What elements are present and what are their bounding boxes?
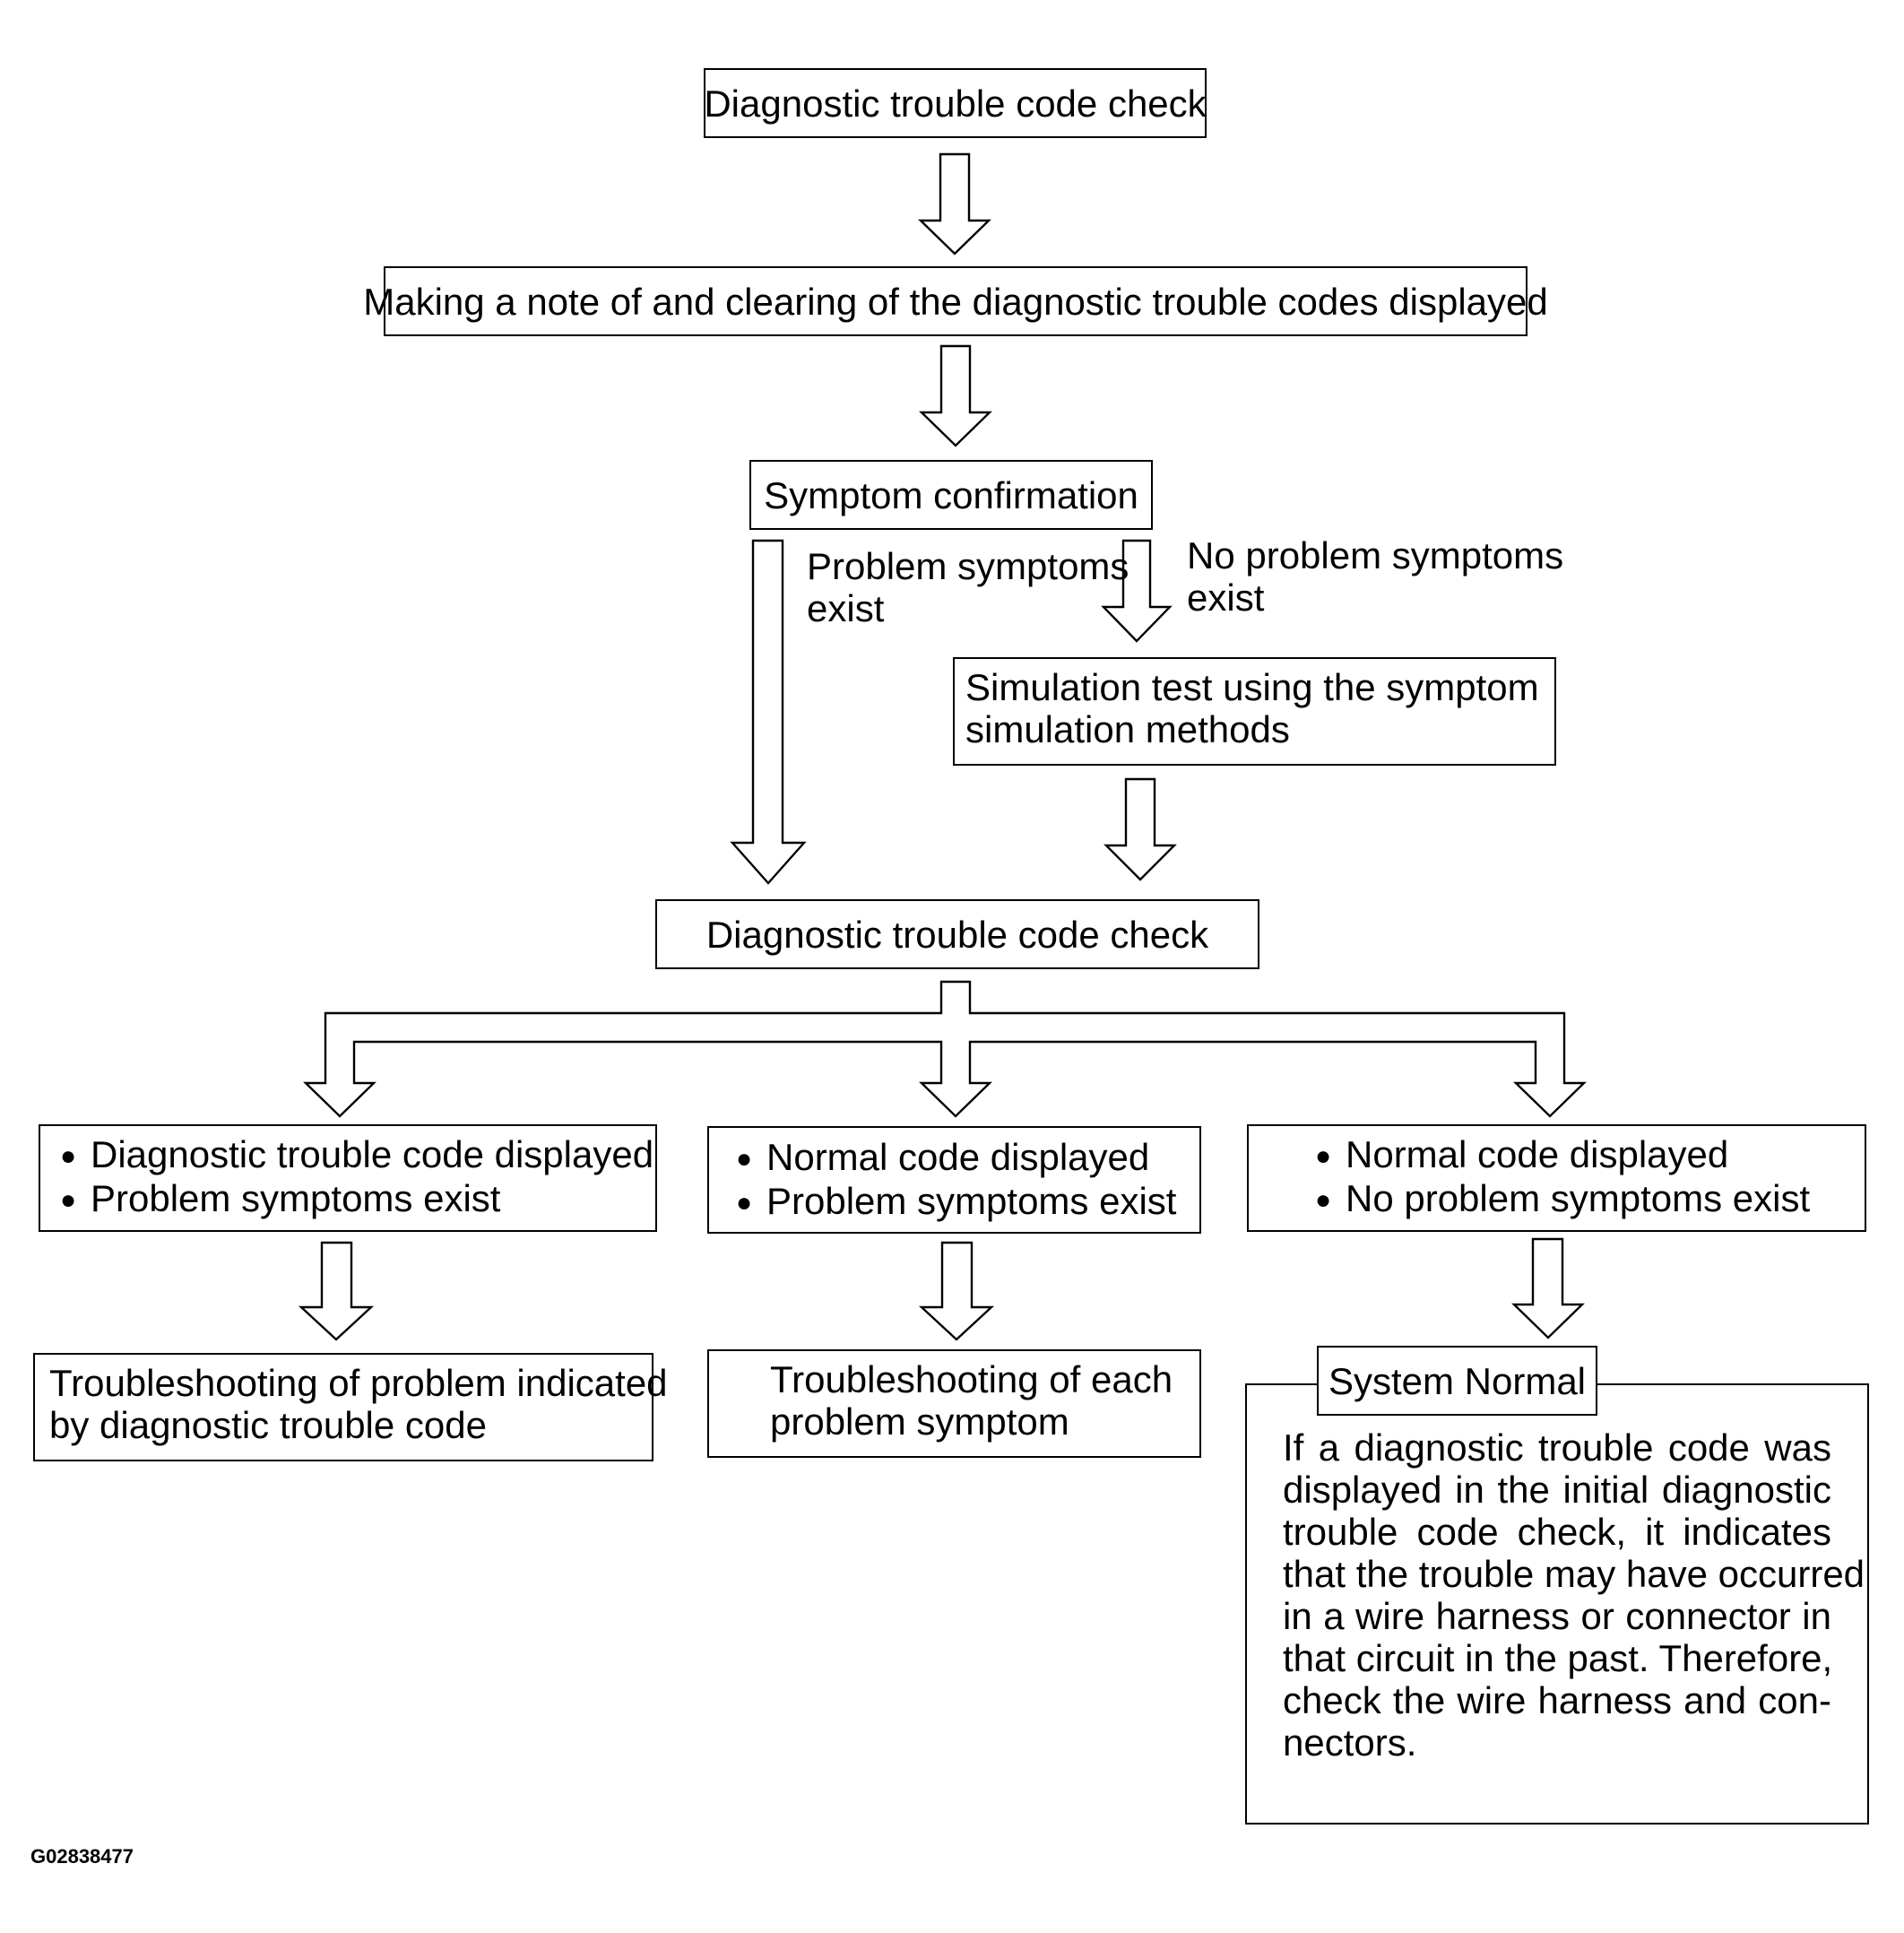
symptom-confirmation-box: Symptom confirmation: [749, 460, 1153, 530]
dtc-check-second-box: Diagnostic trouble code check: [655, 899, 1259, 969]
arrow-to-troubleshoot-dtc: [298, 1241, 375, 1341]
troubleshoot-dtc-box: Troubleshooting of problem indicated by …: [33, 1353, 668, 1461]
case-dtc-displayed-box: Diagnostic trouble code displayed Proble…: [39, 1124, 657, 1232]
case-dtc-bullet: Problem symptoms exist: [60, 1177, 655, 1221]
troubleshoot-symptom-line: problem symptom: [770, 1400, 1069, 1443]
troubleshoot-dtc-line: by diagnostic trouble code: [49, 1404, 487, 1446]
system-normal-title: System Normal: [1328, 1359, 1587, 1402]
troubleshoot-symptom-box: Troubleshooting of each problem symptom: [707, 1349, 1201, 1458]
system-normal-body-line: that circuit in the past. Therefore,: [1283, 1637, 1833, 1679]
edge-label-problem-line: exist: [807, 587, 885, 629]
arrow-from-simulation: [1103, 777, 1177, 881]
case-dtc-bullet: Diagnostic trouble code displayed: [60, 1133, 655, 1177]
edge-label-no-problem-exist: No problem symptoms exist: [1187, 534, 1563, 619]
dtc-check-second-label: Diagnostic trouble code check: [705, 913, 1209, 956]
edge-label-problem-exist: Problem symptoms exist: [807, 545, 1129, 629]
system-normal-body: If a diagnostic trouble code was display…: [1283, 1426, 1865, 1764]
system-normal-body-line: that the trouble may have occurred: [1283, 1553, 1865, 1595]
troubleshoot-symptom-line: Troubleshooting of each: [770, 1358, 1173, 1400]
note-and-clear-label: Making a note of and clearing of the dia…: [363, 280, 1548, 323]
troubleshoot-dtc-line: Troubleshooting of problem indicated: [49, 1362, 668, 1404]
system-normal-body-line: nectors.: [1283, 1721, 1417, 1764]
case-normal-no-problem-box: Normal code displayed No problem symptom…: [1247, 1124, 1866, 1232]
simulation-test-box: Simulation test using the symptom simula…: [953, 657, 1556, 766]
system-normal-body-line: in a wire harness or connector in: [1283, 1595, 1831, 1637]
case-normal-no-problem-bullet: No problem symptoms exist: [1315, 1177, 1865, 1221]
arrow-problem-exist: [730, 539, 807, 885]
edge-label-problem-line: Problem symptoms: [807, 545, 1129, 587]
arrow-to-troubleshoot-symptom: [918, 1241, 995, 1341]
arrow-to-system-normal: [1511, 1237, 1585, 1339]
dtc-check-initial-box: Diagnostic trouble code check: [704, 68, 1207, 138]
note-and-clear-box: Making a note of and clearing of the dia…: [363, 266, 1548, 336]
arrow-three-way-split: [303, 980, 1587, 1118]
case-normal-problem-box: Normal code displayed Problem symptoms e…: [707, 1126, 1201, 1234]
system-normal-panel: If a diagnostic trouble code was display…: [1245, 1383, 1869, 1825]
simulation-test-line: simulation methods: [965, 708, 1290, 750]
arrow-no-problem-exist: [1101, 539, 1173, 643]
case-normal-problem-bullet: Problem symptoms exist: [736, 1180, 1199, 1224]
edge-label-no-problem-line: No problem symptoms: [1187, 534, 1564, 576]
case-normal-no-problem-bullet: Normal code displayed: [1315, 1133, 1865, 1177]
system-normal-body-line: displayed in the initial diagnostic: [1283, 1469, 1831, 1511]
case-normal-problem-bullet: Normal code displayed: [736, 1136, 1199, 1180]
figure-id: G02838477: [30, 1845, 134, 1868]
arrow-to-note-and-clear: [918, 152, 991, 256]
simulation-test-line: Simulation test using the symptom: [965, 666, 1539, 708]
edge-label-no-problem-line: exist: [1187, 576, 1265, 619]
arrow-to-symptom-confirmation: [919, 344, 992, 447]
system-normal-body-line: check the wire harness and con-: [1283, 1679, 1831, 1721]
dtc-check-initial-label: Diagnostic trouble code check: [704, 82, 1207, 125]
system-normal-body-line: trouble code check, it indicates: [1283, 1511, 1831, 1553]
system-normal-title-box: System Normal: [1317, 1346, 1597, 1416]
system-normal-body-line: If a diagnostic trouble code was: [1283, 1426, 1831, 1469]
symptom-confirmation-label: Symptom confirmation: [764, 473, 1138, 516]
